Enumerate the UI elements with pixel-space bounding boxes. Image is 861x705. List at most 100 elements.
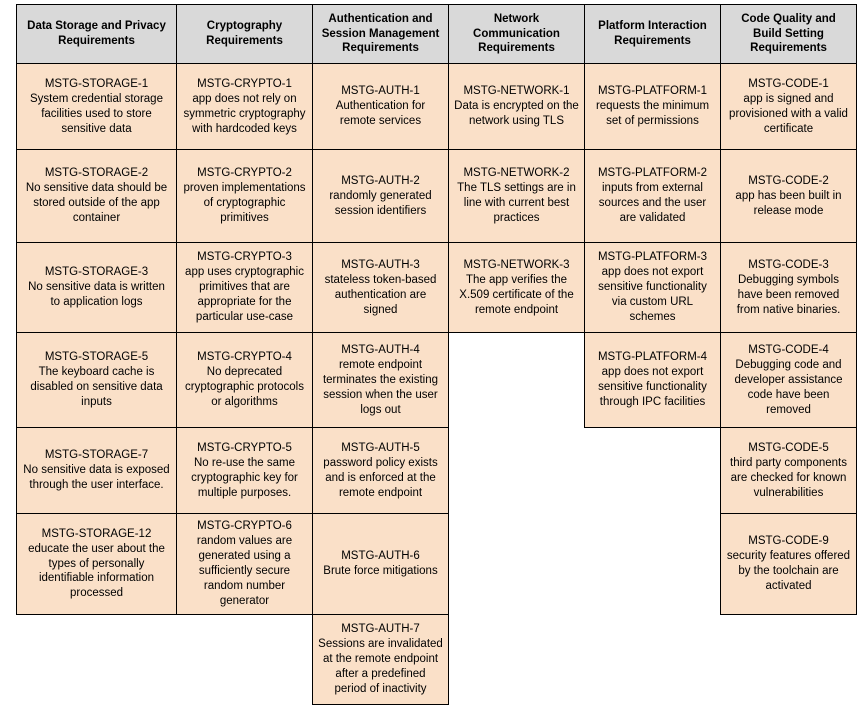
requirement-description: Data is encrypted on the network using T…	[454, 100, 579, 128]
requirement-description: System credential storage facilities use…	[30, 92, 163, 135]
requirement-id: MSTG-PLATFORM-1	[597, 85, 708, 98]
requirement-cell[interactable]: MSTG-CRYPTO-4 No deprecated cryptographic…	[176, 332, 313, 429]
requirement-id: MSTG-CODE-2	[748, 174, 829, 187]
empty-cell	[448, 332, 585, 428]
requirement-description: proven implementations of cryptographic …	[183, 182, 306, 225]
column-header-platform: Platform Interaction Requirements	[584, 3, 721, 65]
requirement-id: MSTG-STORAGE-5	[44, 351, 149, 364]
requirement-id: MSTG-CODE-1	[748, 77, 829, 90]
empty-cell	[448, 513, 585, 615]
requirement-cell[interactable]: MSTG-PLATFORM-3 app does not export sensi…	[584, 242, 721, 334]
requirement-description: The keyboard cache is disabled on sensit…	[30, 366, 163, 409]
requirement-description: stateless token-based authentication are…	[324, 273, 437, 316]
requirement-id: MSTG-STORAGE-1	[44, 77, 149, 90]
requirement-id: MSTG-AUTH-3	[341, 258, 420, 271]
requirement-cell[interactable]: MSTG-CODE-9 security features offered by …	[720, 513, 857, 615]
requirement-description: Debugging code and developer assistance …	[734, 358, 843, 416]
requirement-description: inputs from external sources and the use…	[598, 182, 707, 225]
requirement-id: MSTG-CRYPTO-1	[197, 77, 292, 90]
column-header-crypto: Cryptography Requirements	[176, 3, 313, 65]
requirement-cell[interactable]: MSTG-CODE-5 third party components are ch…	[720, 427, 857, 515]
requirement-description: randomly generated session identifiers	[329, 189, 432, 217]
requirement-description: Authentication for remote services	[335, 100, 426, 128]
requirement-id: MSTG-CODE-3	[748, 258, 829, 271]
requirement-cell[interactable]: MSTG-AUTH-3 stateless token-based authent…	[312, 242, 449, 334]
requirement-id: MSTG-CRYPTO-3	[197, 251, 292, 264]
requirement-description: security features offered by the toolcha…	[726, 550, 851, 592]
requirement-id: MSTG-AUTH-2	[341, 174, 420, 187]
requirement-description: app has been built in release mode	[735, 189, 842, 217]
requirement-id: MSTG-CODE-4	[748, 343, 829, 356]
requirement-id: MSTG-PLATFORM-3	[597, 251, 708, 264]
requirement-description: The TLS settings are in line with curren…	[457, 182, 576, 225]
requirement-description: app does not export sensitive functional…	[598, 266, 707, 324]
requirement-id: MSTG-CRYPTO-4	[197, 351, 292, 364]
requirement-description: random values are generated using a suff…	[196, 535, 293, 607]
requirement-cell[interactable]: MSTG-CODE-2 app has been built in release…	[720, 149, 857, 244]
requirement-id: MSTG-AUTH-7	[341, 622, 420, 635]
requirement-cell[interactable]: MSTG-CRYPTO-1 app does not rely on symmet…	[176, 63, 313, 151]
requirement-cell[interactable]: MSTG-AUTH-2 randomly generated session id…	[312, 149, 449, 244]
requirement-cell[interactable]: MSTG-CRYPTO-6 random values are generated…	[176, 513, 313, 615]
requirement-id: MSTG-STORAGE-12	[41, 527, 152, 540]
column-header-storage: Data Storage and Privacy Requirements	[16, 3, 177, 65]
empty-cell	[16, 614, 177, 705]
requirement-id: MSTG-AUTH-1	[341, 85, 420, 98]
requirement-description: app does not export sensitive functional…	[598, 366, 707, 409]
requirement-id: MSTG-AUTH-5	[341, 441, 420, 454]
requirement-id: MSTG-STORAGE-7	[44, 449, 149, 462]
requirement-id: MSTG-STORAGE-2	[44, 167, 149, 180]
requirement-id: MSTG-NETWORK-3	[463, 258, 570, 271]
requirement-description: No deprecated cryptographic protocols or…	[185, 366, 304, 409]
requirement-cell[interactable]: MSTG-CRYPTO-3 app uses cryptographic prim…	[176, 242, 313, 334]
requirement-id: MSTG-CODE-9	[748, 535, 829, 548]
empty-cell	[584, 614, 721, 705]
requirement-description: app uses cryptographic primitives that a…	[185, 266, 304, 324]
empty-cell	[584, 427, 721, 514]
column-header-auth: Authentication and Session Management Re…	[312, 3, 449, 65]
requirement-description: The app verifies the X.509 certificate o…	[459, 273, 574, 316]
empty-cell	[720, 614, 857, 705]
requirement-description: third party components are checked for k…	[730, 456, 847, 499]
column-header-network: Network Communication Requirements	[448, 3, 585, 65]
requirement-id: MSTG-NETWORK-2	[463, 167, 570, 180]
requirement-description: app does not rely on symmetric cryptogra…	[183, 92, 306, 135]
requirement-description: remote endpoint terminates the existing …	[322, 358, 439, 416]
requirement-id: MSTG-CRYPTO-6	[197, 520, 292, 533]
requirement-id: MSTG-CODE-5	[748, 441, 829, 454]
requirement-id: MSTG-NETWORK-1	[463, 85, 570, 98]
